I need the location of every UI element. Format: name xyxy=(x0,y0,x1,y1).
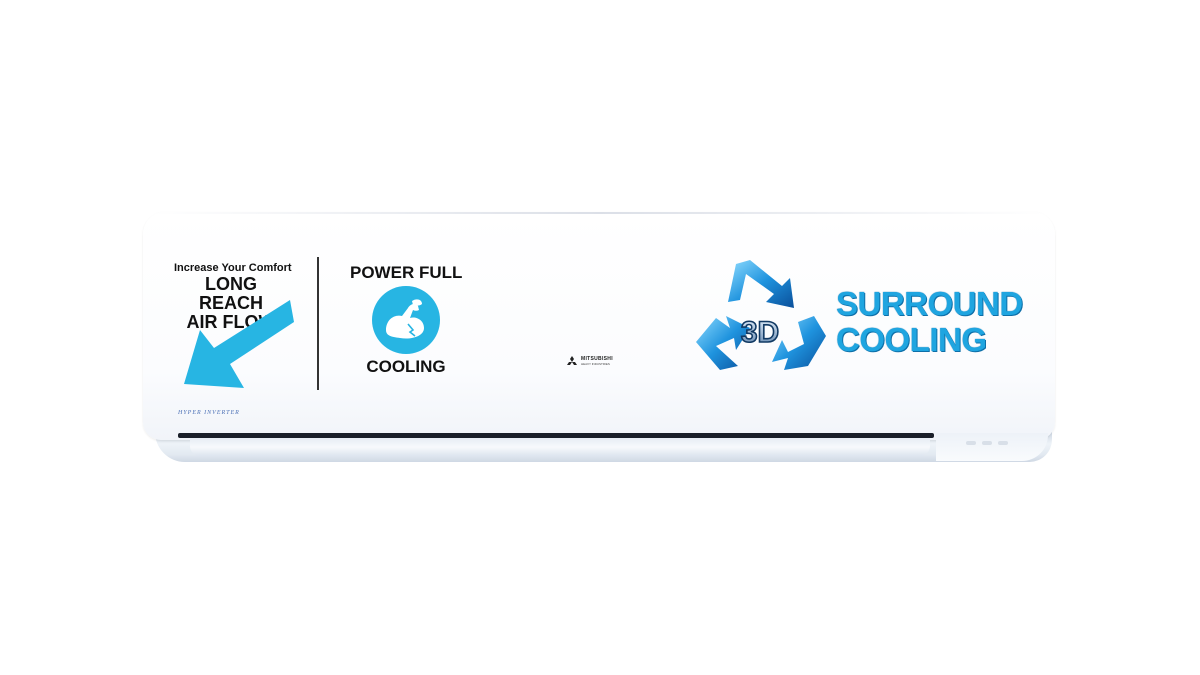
ac-louver xyxy=(190,438,930,456)
flexed-arm-icon xyxy=(372,286,440,354)
brand-tagline: HEAVY INDUSTRIES xyxy=(581,362,610,366)
inverter-label: HYPER INVERTER xyxy=(178,410,240,416)
long-reach-subtitle: Increase Your Comfort xyxy=(174,262,292,274)
ac-air-outlet xyxy=(178,433,934,438)
arrow-down-left-icon xyxy=(184,300,294,388)
panel-divider xyxy=(317,257,319,390)
power-full-title: POWER FULL xyxy=(350,263,463,282)
surround-cooling-line1: SURROUND xyxy=(836,285,1023,322)
3d-circular-arrows-icon: 3D xyxy=(696,260,826,370)
surround-cooling-line2: COOLING xyxy=(836,321,987,358)
long-reach-title-line1: LONG REACH xyxy=(198,274,263,313)
surround-cooling-title: SURROUND COOLING xyxy=(836,285,1023,358)
svg-text:3D: 3D xyxy=(741,316,779,349)
ac-front-panel xyxy=(143,212,1055,440)
mitsubishi-diamonds-icon xyxy=(567,356,577,365)
brand-name: MITSUBISHI xyxy=(581,356,613,362)
power-full-cooling: COOLING xyxy=(366,357,446,376)
3d-badge: 3D xyxy=(740,315,780,350)
ac-control-area xyxy=(936,433,1048,461)
